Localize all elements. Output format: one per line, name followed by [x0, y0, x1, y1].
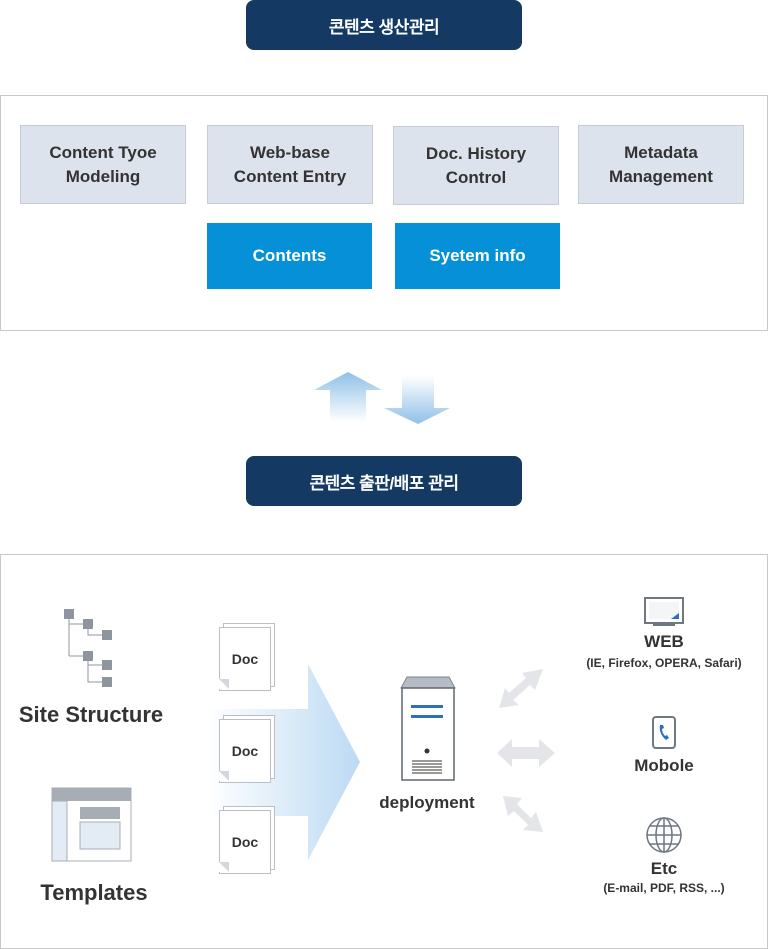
etc-channel-subtitle: (E-mail, PDF, RSS, ...) [603, 881, 725, 895]
distribution-arrows-icon [497, 669, 555, 832]
document-icon: Doc [219, 806, 275, 874]
module-content-type-modeling: Content Tyoe Modeling [20, 125, 186, 204]
site-structure-label: Site Structure [18, 702, 164, 727]
contents-box: Contents [207, 223, 372, 289]
sync-arrows-icon [314, 372, 450, 424]
system-info-box: Syetem info [395, 223, 560, 289]
publishing-management-header: 콘텐츠 출판/배포 관리 [246, 456, 522, 506]
deployment-label: deployment [379, 793, 475, 812]
site-tree-icon [64, 609, 112, 687]
globe-icon [646, 817, 682, 853]
etc-channel-title: Etc [650, 859, 678, 878]
phone-icon [652, 716, 676, 749]
production-management-header: 콘텐츠 생산관리 [246, 0, 522, 50]
monitor-icon [644, 597, 684, 626]
web-channel-title: WEB [644, 632, 684, 651]
web-channel-subtitle: (IE, Firefox, OPERA, Safari) [586, 656, 742, 670]
document-icon: Doc [219, 623, 275, 691]
templates-label: Templates [40, 880, 148, 905]
publishing-panel [0, 554, 768, 949]
module-web-content-entry: Web-base Content Entry [207, 125, 373, 204]
module-doc-history-control: Doc. History Control [393, 126, 559, 205]
document-icon: Doc [219, 715, 275, 783]
server-icon [400, 676, 456, 781]
module-metadata-management: Metadata Management [578, 125, 744, 204]
template-icon [51, 787, 132, 862]
mobile-channel-title: Mobole [634, 756, 694, 775]
